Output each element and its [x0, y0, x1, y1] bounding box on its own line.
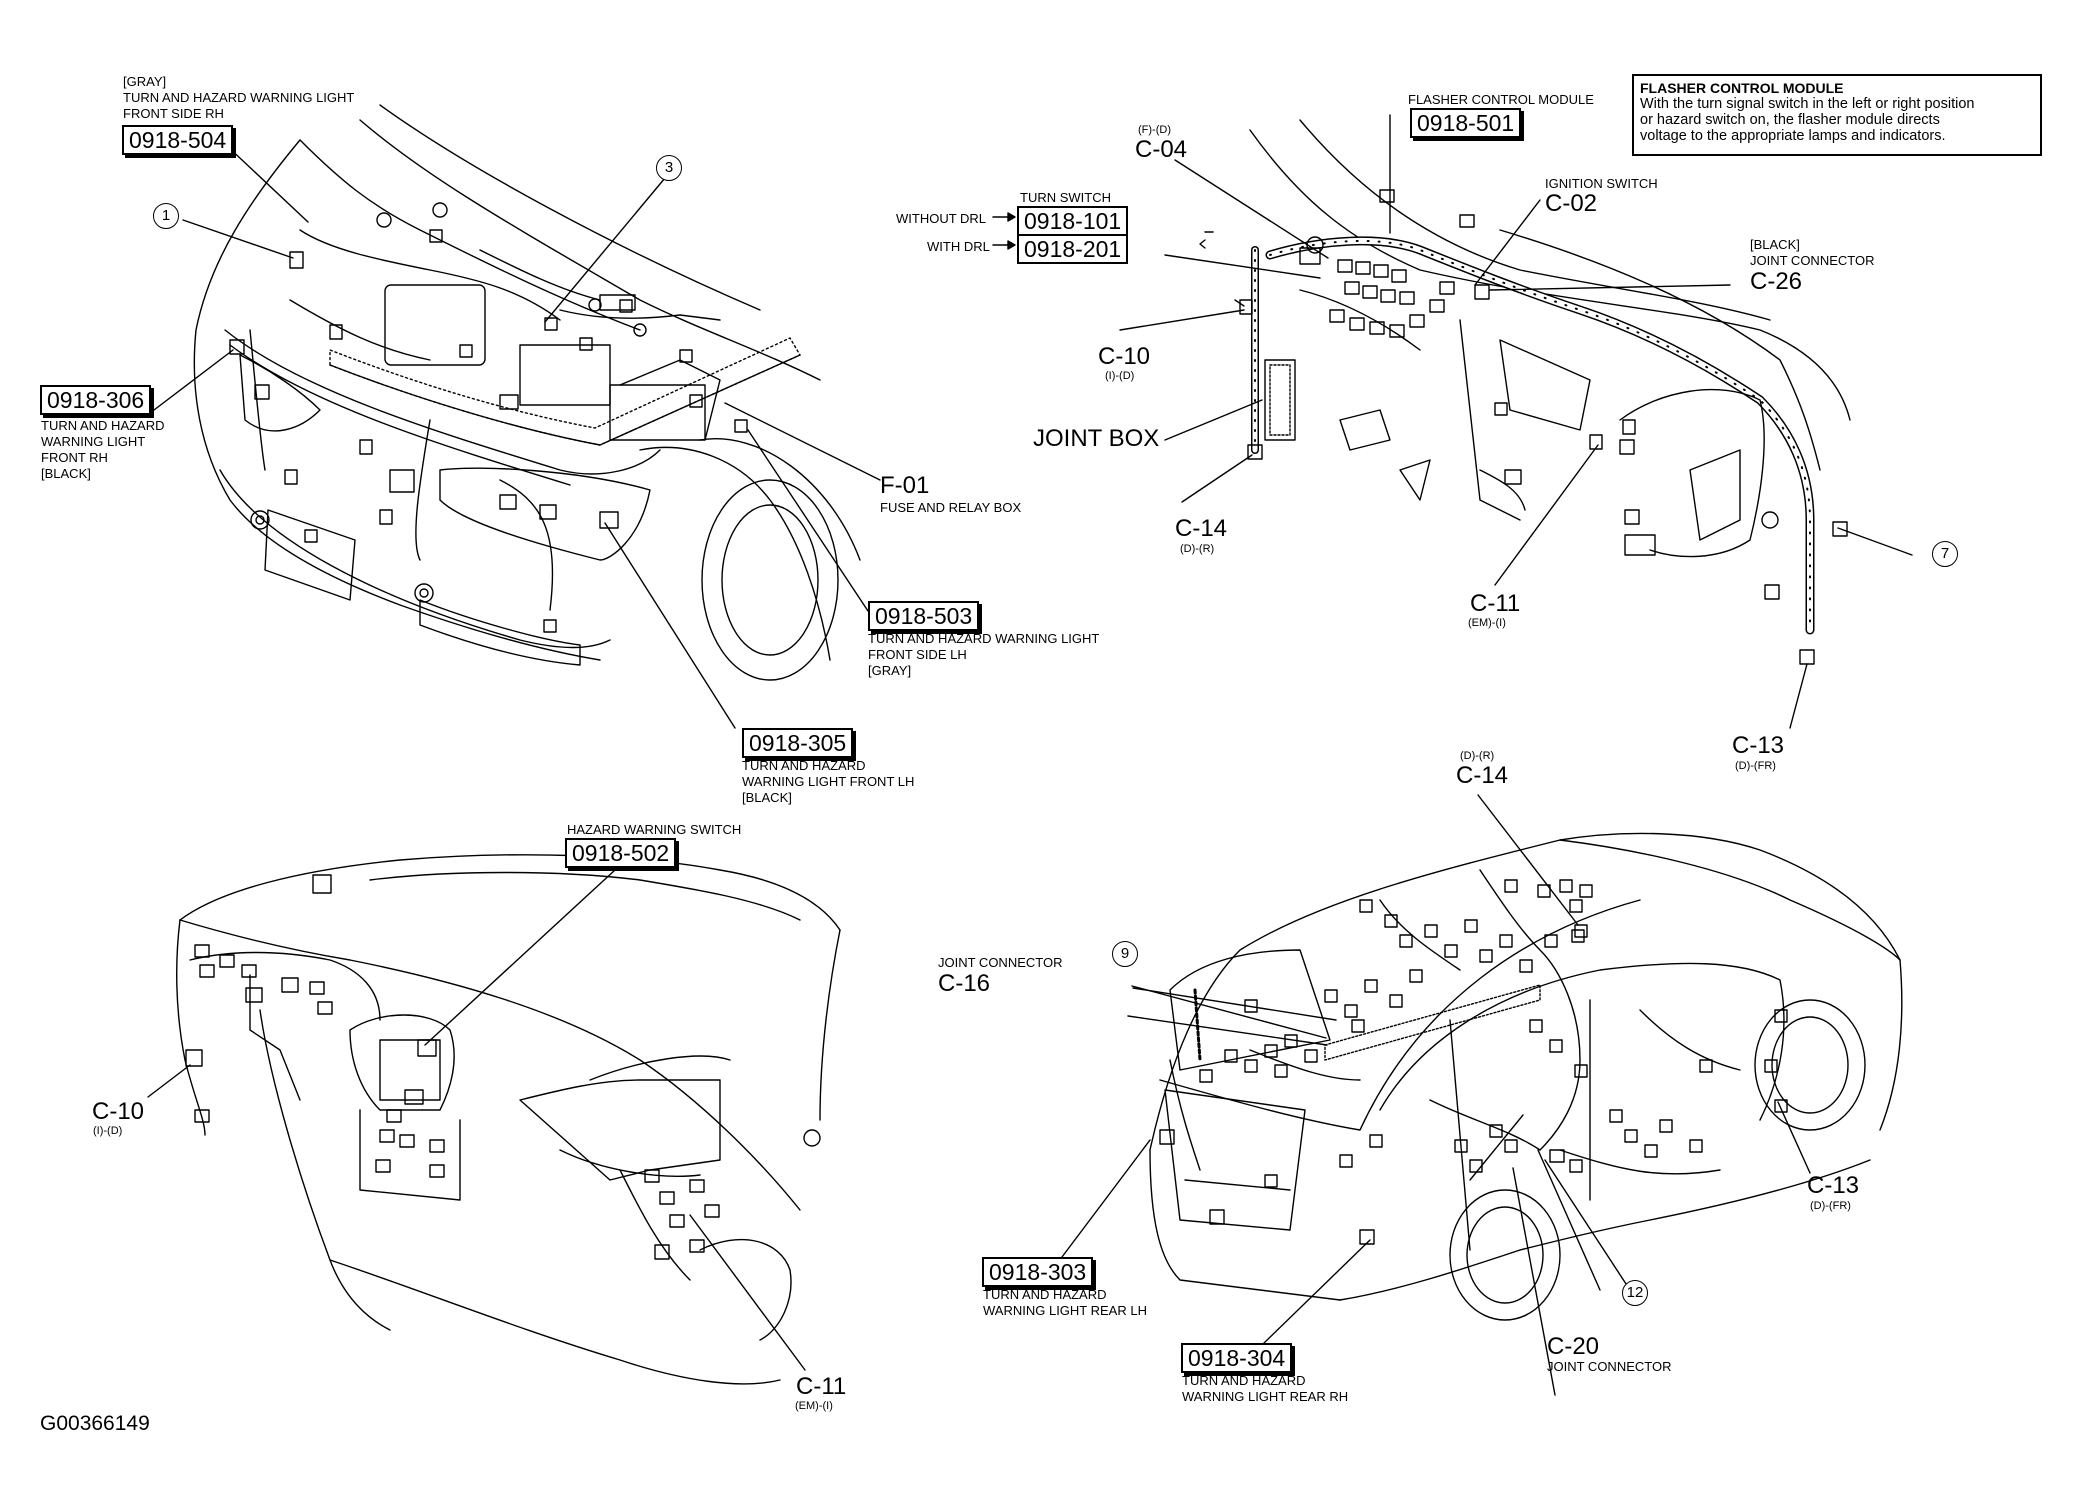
flasher-module-title: FLASHER CONTROL MODULE	[1408, 92, 1594, 107]
callout-7: 7	[1932, 541, 1958, 567]
fuse-box-desc: FUSE AND RELAY BOX	[880, 500, 1022, 515]
joint-box-label: JOINT BOX	[1033, 425, 1160, 452]
rear-rh-line2: WARNING LIGHT REAR RH	[1182, 1389, 1349, 1404]
c26-line1: [BLACK]	[1750, 237, 1800, 252]
rear-leader-lines	[1061, 794, 1811, 1396]
front-vehicle-drawing	[193, 104, 861, 681]
figure-id: G00366149	[40, 1412, 150, 1435]
c26-line2: JOINT CONNECTOR	[1750, 253, 1875, 268]
dash-c14-code: C-14	[1175, 515, 1228, 542]
c20-desc: JOINT CONNECTOR	[1547, 1359, 1672, 1374]
front-lh-front-line2: WARNING LIGHT FRONT LH	[742, 774, 915, 789]
arrow-head-without-drl	[1007, 212, 1016, 222]
dash-c10-code: C-10	[1098, 343, 1151, 370]
rear-vehicle-drawing	[1149, 832, 1903, 1321]
dash-c11-code: C-11	[1470, 590, 1521, 617]
panel-c10-sub: (I)-(D)	[93, 1125, 123, 1137]
ignition-switch-code: C-02	[1545, 190, 1598, 217]
front-lh-front-note: TURN AND HAZARD WARNING LIGHT FRONT LH […	[742, 758, 914, 806]
front-rh-front-line1: TURN AND HAZARD	[41, 418, 165, 433]
callout-3: 3	[656, 155, 682, 181]
panel-c10-code: C-10	[92, 1098, 145, 1125]
front-lh-front-line3: [BLACK]	[742, 790, 792, 805]
front-rh-side-line3: FRONT SIDE RH	[123, 106, 224, 121]
code-0918-305: 0918-305	[742, 728, 854, 758]
code-0918-304: 0918-304	[1181, 1343, 1293, 1373]
front-rh-side-note: [GRAY] TURN AND HAZARD WARNING LIGHT FRO…	[123, 74, 354, 122]
dash-c13-code: C-13	[1732, 732, 1785, 759]
front-lh-side-line1: TURN AND HAZARD WARNING LIGHT	[868, 631, 1100, 646]
code-0918-504: 0918-504	[122, 125, 234, 155]
front-lh-side-note: TURN AND HAZARD WARNING LIGHT FRONT SIDE…	[868, 631, 1099, 679]
rear-lh-note: TURN AND HAZARD WARNING LIGHT REAR LH	[983, 1287, 1147, 1319]
panel-c11-sub: (EM)-(I)	[795, 1400, 833, 1412]
rear-rh-note: TURN AND HAZARD WARNING LIGHT REAR RH	[1182, 1373, 1348, 1405]
front-rh-front-line4: [BLACK]	[41, 466, 91, 481]
code-0918-503: 0918-503	[868, 601, 980, 631]
c20-code: C-20	[1547, 1333, 1600, 1360]
front-rh-side-line2: TURN AND HAZARD WARNING LIGHT	[123, 90, 355, 105]
hazard-switch-title: HAZARD WARNING SWITCH	[567, 822, 742, 837]
front-lh-side-line3: [GRAY]	[868, 663, 912, 678]
code-0918-101: 0918-101	[1017, 206, 1129, 236]
code-0918-502: 0918-502	[565, 838, 677, 868]
c26-code: C-26	[1750, 268, 1803, 295]
rear-lh-line1: TURN AND HAZARD	[983, 1287, 1107, 1302]
rear-c14-code: C-14	[1456, 762, 1509, 789]
c04-code: C-04	[1135, 136, 1188, 163]
rear-c13-code: C-13	[1807, 1172, 1860, 1199]
ignition-switch-title: IGNITION SWITCH	[1545, 176, 1658, 191]
code-0918-303: 0918-303	[982, 1257, 1094, 1287]
without-drl-label: WITHOUT DRL	[896, 211, 987, 226]
front-rh-front-line2: WARNING LIGHT	[41, 434, 146, 449]
callout-12: 12	[1622, 1280, 1648, 1306]
callout-1: 1	[153, 203, 179, 229]
info-box-line-2: or hazard switch on, the flasher module …	[1640, 112, 1940, 128]
dash-c14-sub: (D)-(R)	[1180, 543, 1215, 555]
fuse-box-code: F-01	[880, 472, 930, 499]
c04-sub: (F)-(D)	[1138, 124, 1171, 136]
arrow-head-with-drl	[1007, 240, 1016, 250]
front-lh-front-line1: TURN AND HAZARD	[742, 758, 866, 773]
front-rh-front-line3: FRONT RH	[41, 450, 108, 465]
dash-leader-lines	[1119, 114, 1913, 729]
front-rh-side-line1: [GRAY]	[123, 74, 167, 89]
dash-harness-drawing	[1239, 119, 1851, 665]
rear-lh-line2: WARNING LIGHT REAR LH	[983, 1303, 1147, 1318]
front-rh-front-note: TURN AND HAZARD WARNING LIGHT FRONT RH […	[41, 418, 165, 482]
info-box-line-3: voltage to the appropriate lamps and ind…	[1640, 128, 1946, 144]
with-drl-label: WITH DRL	[927, 239, 990, 254]
callout-9: 9	[1112, 941, 1138, 967]
dash-c13-sub: (D)-(FR)	[1735, 760, 1776, 772]
c16-title: JOINT CONNECTOR	[938, 955, 1063, 970]
front-leader-lines	[153, 127, 881, 729]
front-lh-side-line2: FRONT SIDE LH	[868, 647, 967, 662]
panel-c11-code: C-11	[796, 1373, 847, 1400]
code-0918-501: 0918-501	[1410, 108, 1522, 138]
dash-c10-sub: (I)-(D)	[1105, 370, 1135, 382]
rear-c14-sub: (D)-(R)	[1460, 750, 1495, 762]
dash-c11-sub: (EM)-(I)	[1468, 617, 1506, 629]
info-box-title: FLASHER CONTROL MODULE	[1640, 80, 1844, 96]
turn-switch-title: TURN SWITCH	[1020, 190, 1111, 205]
info-box-line-1: With the turn signal switch in the left …	[1640, 96, 1975, 112]
panel-leader-lines	[147, 869, 806, 1371]
code-0918-201: 0918-201	[1017, 234, 1129, 264]
flasher-info-box: FLASHER CONTROL MODULE With the turn sig…	[1632, 74, 2042, 156]
code-0918-306: 0918-306	[40, 385, 152, 415]
rear-c13-sub: (D)-(FR)	[1810, 1200, 1851, 1212]
c16-code: C-16	[938, 970, 991, 997]
rear-rh-line1: TURN AND HAZARD	[1182, 1373, 1306, 1388]
instrument-panel-drawing	[176, 854, 841, 1385]
